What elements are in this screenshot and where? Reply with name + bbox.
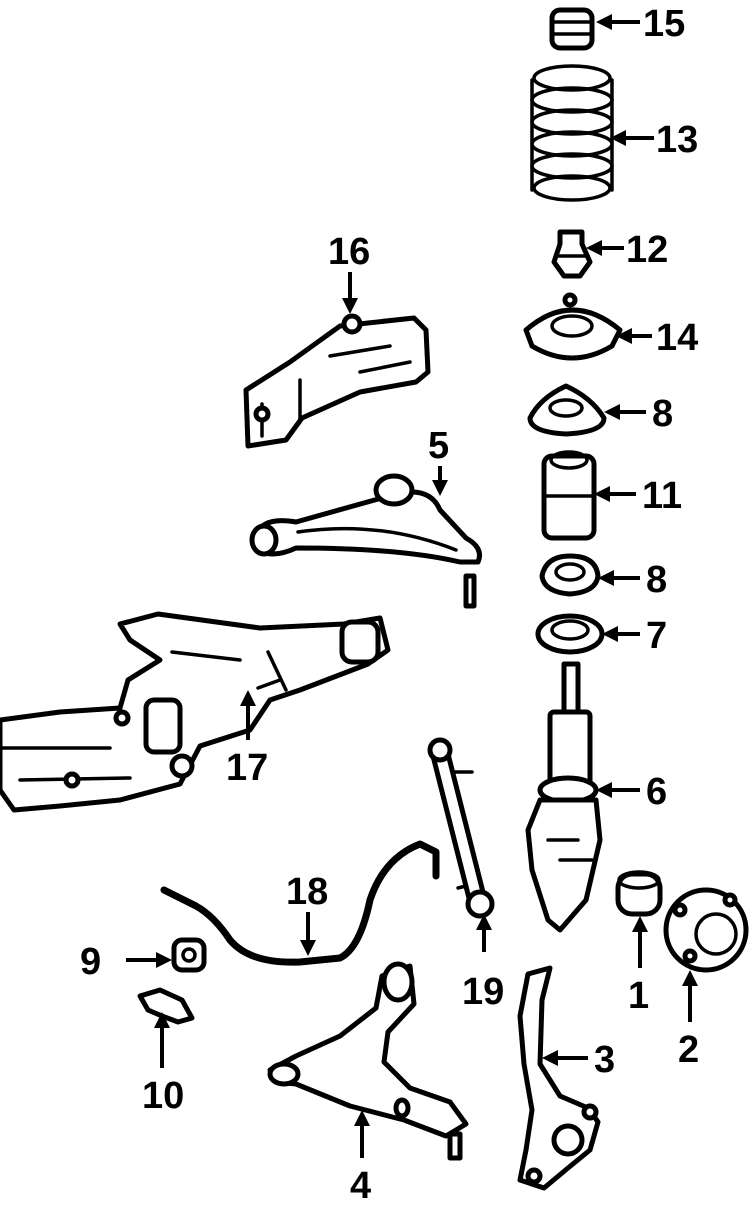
callout-5: 5 (428, 425, 449, 467)
callout-18: 10 (142, 1075, 184, 1117)
part-3-knuckle (517, 965, 601, 1191)
callout-8-lower: 8 (646, 559, 667, 601)
part-1-bushing (615, 870, 663, 917)
part-11-coil-spring (530, 64, 614, 202)
callout-leaders (126, 14, 698, 1158)
part-14-frame-bracket (243, 313, 431, 449)
callout-16: 18 (286, 871, 328, 913)
part-2-wheel-hub (663, 887, 749, 973)
callout-3: 3 (594, 1039, 615, 1081)
part-4-lower-arm (267, 961, 469, 1161)
part-7-seat-ring (535, 613, 605, 655)
part-15-crossmember (0, 611, 391, 813)
part-5-upper-arm (249, 473, 482, 609)
callout-8-upper: 8 (652, 393, 673, 435)
callout-6: 6 (646, 771, 667, 813)
callout-1: 1 (628, 975, 649, 1017)
part-19-stabilizer-link (427, 737, 495, 919)
callout-19: 19 (462, 971, 504, 1013)
part-10-bump-stop (551, 229, 593, 279)
callout-14: 16 (328, 231, 370, 273)
part-8-lower-isolator (539, 553, 601, 597)
callout-9: 11 (642, 475, 682, 517)
part-8-upper-seat (527, 383, 607, 437)
part-13-bumper (549, 7, 595, 51)
callout-17: 9 (80, 941, 101, 983)
part-6-strut (525, 661, 603, 933)
callout-4: 4 (350, 1165, 371, 1207)
part-12-strut-mount (523, 292, 623, 361)
part-17-bushing (171, 937, 207, 973)
callout-7: 7 (646, 615, 667, 657)
part-9-dust-boot (541, 450, 597, 541)
callout-11: 13 (656, 119, 698, 161)
callout-labels: 15 13 12 14 8 11 8 7 6 16 5 17 18 19 9 1… (80, 3, 699, 1207)
part-16-stabilizer-bar (160, 840, 440, 966)
callout-2: 2 (678, 1029, 699, 1071)
part-18-clamp (137, 987, 195, 1025)
callout-15: 17 (226, 747, 268, 789)
callout-13: 15 (643, 3, 685, 45)
callout-10: 12 (626, 229, 668, 271)
callout-12: 14 (656, 317, 698, 359)
